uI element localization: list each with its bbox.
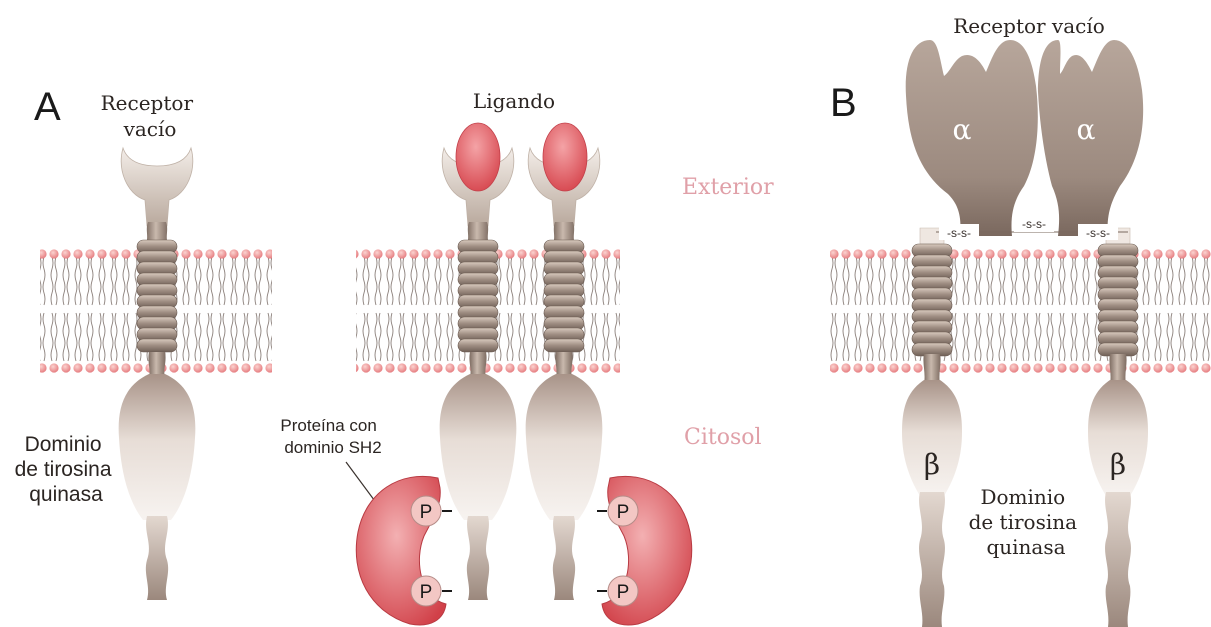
panel-b-receptor-label: Receptor vacío: [953, 14, 1105, 38]
beta-label-left: β: [924, 448, 940, 481]
membrane-b: [830, 249, 1211, 373]
svg-text:P: P: [617, 502, 630, 523]
panel-b: B Receptor vacío α α -s-s-: [830, 14, 1211, 627]
alpha-subunit-left: [906, 40, 1038, 236]
phosphate-group: P: [597, 496, 638, 526]
panel-b-letter: B: [830, 81, 857, 125]
dimer-receptor-right: [526, 148, 603, 600]
disulfide-label: -s-s-: [1022, 217, 1046, 231]
disulfide-label: -s-s-: [947, 226, 971, 240]
alpha-label-left: α: [953, 113, 972, 146]
alpha-label-right: α: [1077, 113, 1096, 146]
dimer-receptor-left: [440, 148, 517, 600]
sh2-protein-label: Proteína con dominio SH2: [280, 416, 381, 457]
disulfide-label: -s-s-: [1086, 226, 1110, 240]
panel-a-receptor-label: Receptor vacío: [101, 91, 200, 141]
svg-text:P: P: [420, 502, 433, 523]
ligand-right: [543, 123, 587, 191]
phosphate-group: P: [411, 496, 452, 526]
phosphate-group: P: [411, 576, 452, 606]
phosphate-group: P: [597, 576, 638, 606]
svg-text:P: P: [420, 582, 433, 603]
beta-label-right: β: [1110, 448, 1126, 481]
cytosol-label: Citosol: [684, 425, 762, 450]
exterior-label: Exterior: [682, 175, 774, 200]
svg-text:P: P: [617, 582, 630, 603]
panel-a-kinase-label: Dominio de tirosina quinasa: [15, 433, 118, 506]
ligand-left: [456, 123, 500, 191]
panel-a: A Receptor vacío Dominio de tirosina qui…: [15, 85, 774, 625]
panel-b-kinase-label: Dominio de tirosina quinasa: [969, 485, 1084, 559]
empty-receptor-a: [119, 148, 196, 600]
panel-a-letter: A: [34, 85, 61, 129]
ligand-label: Ligando: [473, 89, 555, 113]
